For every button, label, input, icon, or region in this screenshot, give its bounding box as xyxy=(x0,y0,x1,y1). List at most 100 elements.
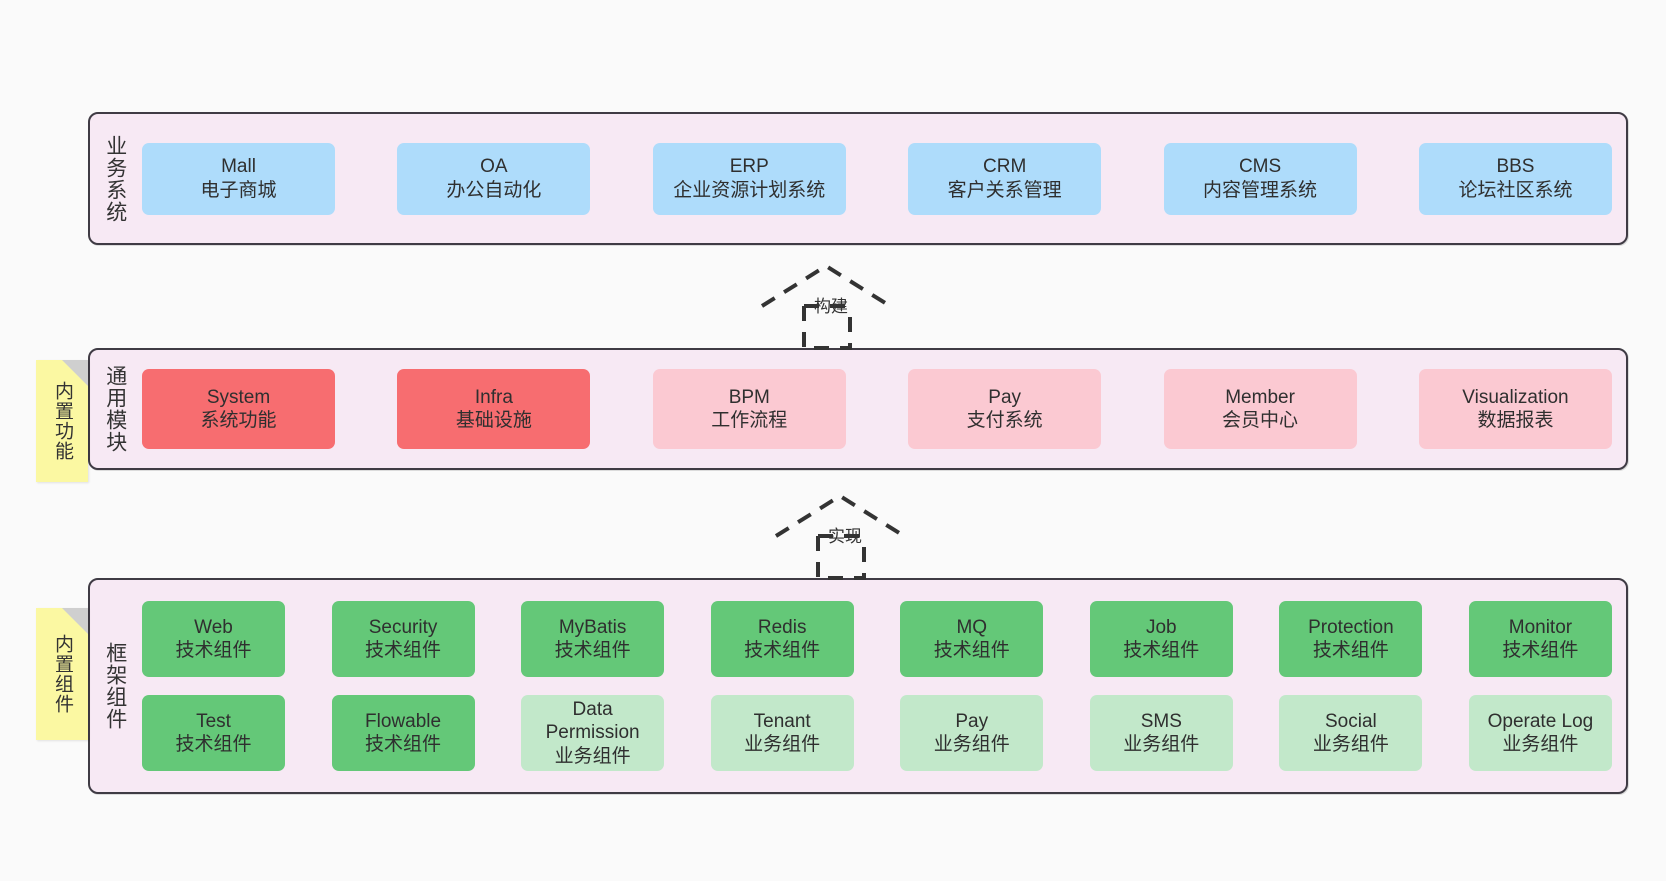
sticky-label: 内置组件 xyxy=(52,634,74,714)
node-title-cn: 工作流程 xyxy=(711,410,788,431)
node-bbs[interactable]: BBS 论坛社区系统 xyxy=(1418,142,1612,215)
node-infra[interactable]: Infra 基础设施 xyxy=(397,369,591,449)
node-title-en: BPM xyxy=(728,386,770,408)
build-arrow-label: 构建 xyxy=(814,297,848,316)
node-title-cn: 会员中心 xyxy=(1222,410,1299,431)
sticky-label: 内置功能 xyxy=(52,381,74,461)
node-title-cn: 办公自动化 xyxy=(446,179,542,201)
node-title-en: MyBatis xyxy=(558,616,627,638)
implement-arrow-svg xyxy=(774,493,906,580)
node-data-permission[interactable]: Data Permission 业务组件 xyxy=(521,695,665,771)
node-title-en: BBS xyxy=(1496,156,1535,178)
layer-body-framework-component: Web 技术组件 Security 技术组件 MyBatis 技术组件 Redi… xyxy=(132,580,1626,792)
node-tenant[interactable]: Tenant 业务组件 xyxy=(710,695,854,771)
node-title-cn: 数据报表 xyxy=(1477,410,1554,431)
node-sms[interactable]: SMS 业务组件 xyxy=(1089,695,1233,771)
node-mq[interactable]: MQ 技术组件 xyxy=(900,601,1044,677)
layer-body-common-module: System 系统功能 Infra 基础设施 BPM 工作流程 Pay 支付系统… xyxy=(132,350,1626,468)
implement-arrow-label: 实现 xyxy=(828,527,862,546)
layer-title-common-module: 通用模块 xyxy=(103,365,127,453)
node-system[interactable]: System 系统功能 xyxy=(142,369,335,449)
node-title-en: Redis xyxy=(757,616,807,638)
node-title-en: Protection xyxy=(1308,616,1394,638)
node-title-en: Member xyxy=(1225,386,1295,408)
node-title-cn: 企业资源计划系统 xyxy=(673,179,826,201)
node-title-en: ERP xyxy=(729,156,769,178)
node-pay-biz[interactable]: Pay 业务组件 xyxy=(900,695,1044,771)
node-test[interactable]: Test 技术组件 xyxy=(142,695,285,771)
node-web[interactable]: Web 技术组件 xyxy=(142,601,285,677)
node-row: Test 技术组件 Flowable 技术组件 Data Permission … xyxy=(142,695,1612,771)
node-row: Web 技术组件 Security 技术组件 MyBatis 技术组件 Redi… xyxy=(142,601,1612,677)
node-title-en: Test xyxy=(196,710,231,732)
node-oa[interactable]: OA 办公自动化 xyxy=(397,142,591,215)
node-title-en: Pay xyxy=(955,710,989,732)
node-title-en: Social xyxy=(1325,710,1377,732)
layer-title-framework-component: 框架组件 xyxy=(103,642,127,730)
node-row: System 系统功能 Infra 基础设施 BPM 工作流程 Pay 支付系统… xyxy=(142,369,1612,449)
node-redis[interactable]: Redis 技术组件 xyxy=(710,601,854,677)
layer-common-module[interactable]: 通用模块 System 系统功能 Infra 基础设施 BPM 工作流程 Pay… xyxy=(88,348,1628,470)
node-erp[interactable]: ERP 企业资源计划系统 xyxy=(652,142,846,215)
node-title-cn: 客户关系管理 xyxy=(947,179,1062,201)
node-title-en: Flowable xyxy=(365,710,442,732)
node-title-en: OA xyxy=(480,156,508,178)
node-title-cn: 内容管理系统 xyxy=(1203,179,1318,201)
node-title-cn: 业务组件 xyxy=(1312,734,1389,755)
node-title-cn: 业务组件 xyxy=(933,734,1010,755)
node-title-en: Security xyxy=(368,616,438,638)
node-pay[interactable]: Pay 支付系统 xyxy=(908,369,1102,449)
node-social[interactable]: Social 业务组件 xyxy=(1279,695,1423,771)
node-title-cn: 技术组件 xyxy=(744,640,821,661)
node-visualization[interactable]: Visualization 数据报表 xyxy=(1418,369,1612,449)
node-title-cn: 技术组件 xyxy=(365,640,442,661)
node-title-cn: 技术组件 xyxy=(1123,640,1200,661)
node-title-cn: 技术组件 xyxy=(933,640,1010,661)
node-title-cn: 技术组件 xyxy=(554,640,631,661)
node-title-cn: 业务组件 xyxy=(554,745,631,767)
node-cms[interactable]: CMS 内容管理系统 xyxy=(1163,142,1357,215)
layer-framework-component[interactable]: 框架组件 Web 技术组件 Security 技术组件 MyBatis 技术组件… xyxy=(88,578,1628,794)
node-title-en: Job xyxy=(1145,616,1177,638)
node-protection[interactable]: Protection 技术组件 xyxy=(1279,601,1423,677)
node-title-cn: 论坛社区系统 xyxy=(1458,179,1573,201)
node-title-en: System xyxy=(206,386,271,408)
node-title-en: Tenant xyxy=(753,710,811,732)
node-flowable[interactable]: Flowable 技术组件 xyxy=(331,695,475,771)
node-member[interactable]: Member 会员中心 xyxy=(1163,369,1357,449)
node-title-en: Mall xyxy=(221,156,256,178)
node-title-cn: 技术组件 xyxy=(365,734,442,755)
node-bpm[interactable]: BPM 工作流程 xyxy=(652,369,846,449)
node-title-en: Visualization xyxy=(1462,386,1569,408)
build-arrow: 构建 xyxy=(752,258,912,350)
node-operate-log[interactable]: Operate Log 业务组件 xyxy=(1468,695,1612,771)
implement-arrow: 实现 xyxy=(766,488,926,580)
node-title-cn: 系统功能 xyxy=(200,410,277,431)
node-title-en: CMS xyxy=(1238,156,1282,178)
node-security[interactable]: Security 技术组件 xyxy=(331,601,475,677)
node-title-cn: 电子商城 xyxy=(200,179,277,201)
node-title-cn: 支付系统 xyxy=(966,410,1043,431)
node-title-en: MQ xyxy=(956,616,988,638)
node-crm[interactable]: CRM 客户关系管理 xyxy=(908,142,1102,215)
node-job[interactable]: Job 技术组件 xyxy=(1089,601,1233,677)
node-title-cn: 技术组件 xyxy=(1312,640,1389,661)
sticky-builtin-function[interactable]: 内置功能 xyxy=(36,360,88,482)
node-title-cn: 基础设施 xyxy=(455,410,532,431)
node-title-en: CRM xyxy=(983,156,1027,178)
node-mall[interactable]: Mall 电子商城 xyxy=(142,142,335,215)
node-title-en: Data Permission xyxy=(545,699,640,744)
sticky-fold-icon xyxy=(62,360,88,386)
node-title-cn: 业务组件 xyxy=(1123,734,1200,755)
node-mybatis[interactable]: MyBatis 技术组件 xyxy=(521,601,665,677)
layer-business-system[interactable]: 业务系统 Mall 电子商城 OA 办公自动化 ERP 企业资源计划系统 CRM… xyxy=(88,112,1628,245)
node-monitor[interactable]: Monitor 技术组件 xyxy=(1468,601,1612,677)
node-title-cn: 技术组件 xyxy=(1502,640,1579,661)
node-title-en: SMS xyxy=(1140,710,1182,732)
node-title-en: Web xyxy=(194,616,233,638)
sticky-builtin-component[interactable]: 内置组件 xyxy=(36,608,88,740)
node-title-en: Pay xyxy=(988,386,1022,408)
node-title-en: Infra xyxy=(474,386,513,408)
node-title-cn: 业务组件 xyxy=(744,734,821,755)
